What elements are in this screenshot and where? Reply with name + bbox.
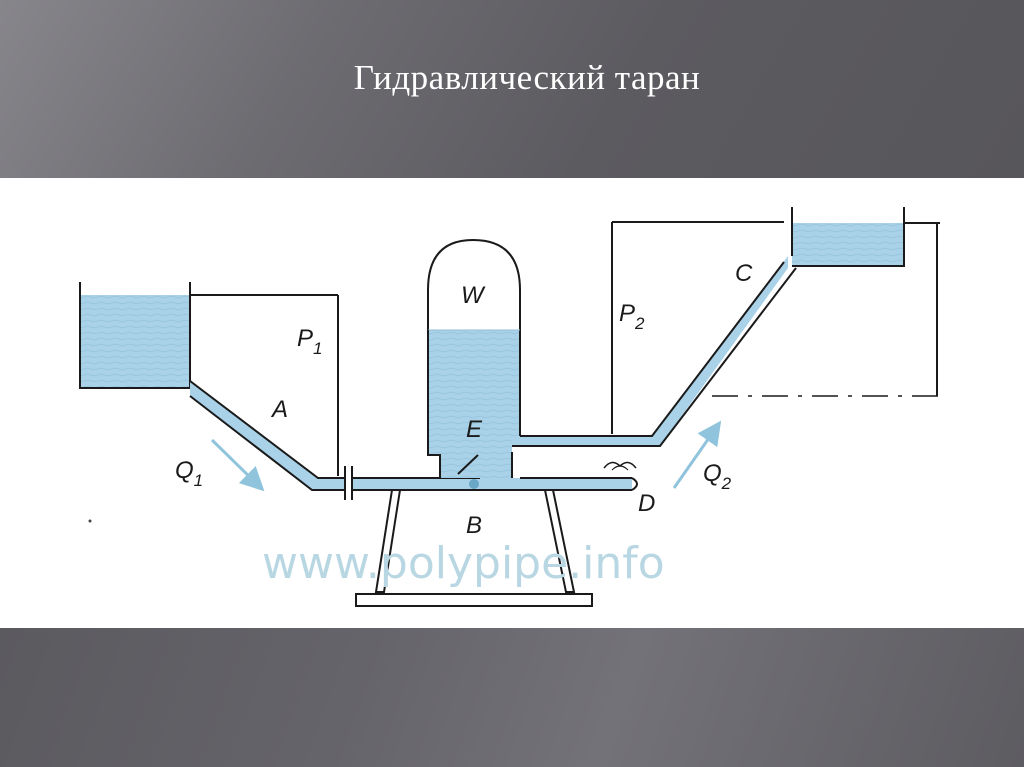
label-w: W	[461, 282, 486, 309]
label-q1: Q1	[175, 457, 203, 490]
label-q2: Q2	[703, 460, 732, 493]
stray-dot	[88, 519, 92, 523]
slide-title: Гидравлический таран	[353, 58, 701, 97]
inflow-arrow-icon	[210, 438, 265, 492]
label-e: E	[466, 416, 483, 443]
ram-stand	[355, 489, 593, 607]
outflow-arrow-icon	[672, 420, 722, 489]
delivery-pipe	[512, 256, 797, 447]
label-p1: P1	[297, 325, 322, 358]
dimension-lines	[190, 221, 944, 476]
delivery-reservoir	[791, 207, 905, 267]
check-valve	[457, 454, 479, 475]
label-b: B	[466, 512, 482, 539]
label-a: A	[270, 396, 288, 423]
label-p2: P2	[619, 300, 645, 333]
supply-reservoir	[79, 282, 191, 389]
waste-valve	[469, 479, 479, 489]
waste-splash-icon	[603, 461, 637, 471]
slide-header-background	[0, 0, 1024, 178]
air-chamber	[427, 238, 521, 489]
watermark: www.polypipe.info	[262, 538, 665, 589]
horizontal-pipe	[344, 466, 638, 500]
drive-pipe	[189, 380, 345, 491]
label-d: D	[638, 490, 655, 517]
label-c: C	[735, 260, 753, 287]
slide-footer-background	[0, 628, 1024, 767]
